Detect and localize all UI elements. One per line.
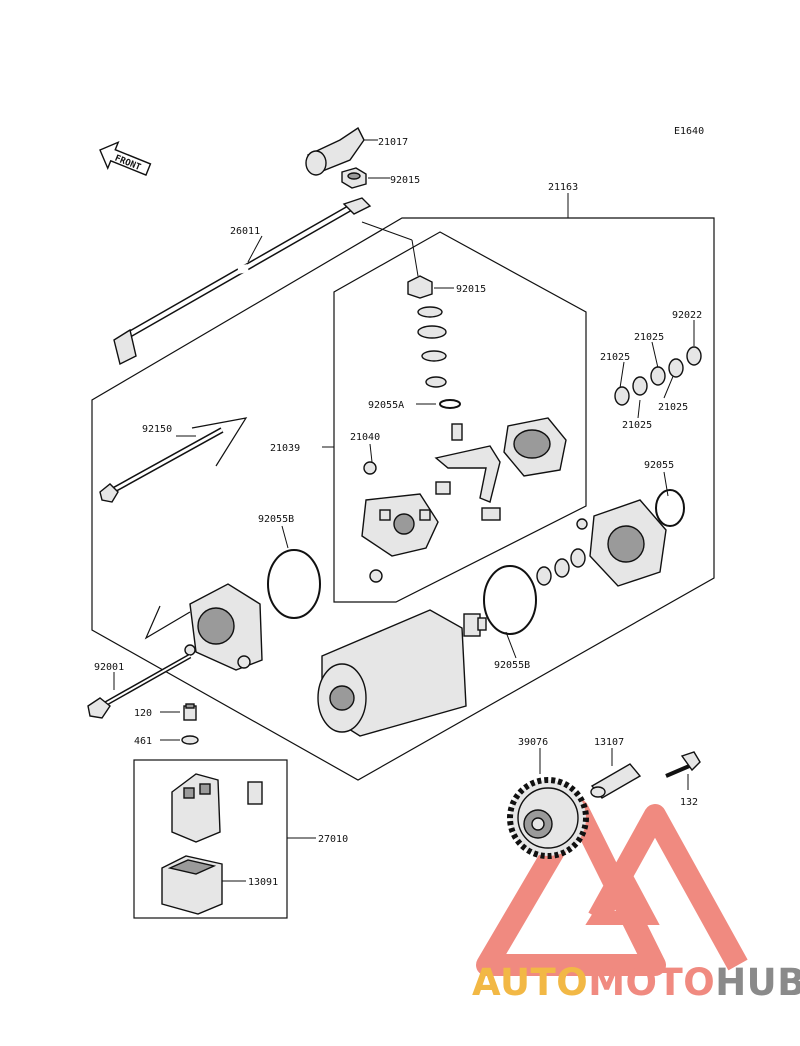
- part-labels: 21017 92015 21163 26011 92015 92022 2102…: [94, 137, 702, 888]
- label-92001: 92001: [94, 662, 124, 673]
- label-92055B-right: 92055B: [494, 660, 530, 671]
- rear-end-cover: [536, 499, 667, 587]
- washer-461: [181, 735, 199, 745]
- label-27010: 27010: [318, 834, 348, 845]
- label-92055B-left: 92055B: [258, 514, 294, 525]
- label-21025-c: 21025: [658, 402, 688, 413]
- label-92015-top: 92015: [390, 175, 420, 186]
- label-13107: 13107: [594, 737, 624, 748]
- watermark-logo: AUTOMOTOHUB: [472, 799, 800, 1004]
- label-39076: 39076: [518, 737, 548, 748]
- assembly-outline-27010: [133, 759, 288, 919]
- front-end-cover: [184, 583, 263, 671]
- o-ring-92055: [655, 489, 685, 527]
- label-132: 132: [680, 797, 698, 808]
- starter-relay-27010: [171, 773, 263, 843]
- through-bolt-92150: [99, 427, 224, 503]
- starter-motor-body: [317, 609, 487, 737]
- watermark-auto: AUTO: [472, 961, 588, 1004]
- bolt-132: [665, 751, 701, 778]
- washer-set-21025: [614, 346, 702, 406]
- label-92022: 92022: [672, 310, 702, 321]
- brush-holder-21039: [361, 423, 501, 583]
- front-arrow-icon: FRONT: [99, 140, 152, 176]
- watermark-moto: MOTO: [588, 961, 715, 1004]
- assembly-outline-21039: [333, 231, 587, 603]
- brush-ring: [503, 417, 567, 477]
- label-92055: 92055: [644, 460, 674, 471]
- label-21025-a: 21025: [634, 332, 664, 343]
- label-21039: 21039: [270, 443, 300, 454]
- watermark-hub: HUB: [715, 961, 800, 1004]
- label-21025-d: 21025: [622, 420, 652, 431]
- label-21163: 21163: [548, 182, 578, 193]
- shaft-13107: [590, 763, 642, 799]
- nut-92015-top: [341, 167, 367, 189]
- label-92055A: 92055A: [368, 400, 404, 411]
- label-21040: 21040: [350, 432, 380, 443]
- relay-cover-13091: [161, 855, 223, 915]
- o-ring-92055b-left: [267, 549, 321, 619]
- assembly-outline-21163: [91, 217, 715, 781]
- terminal-cap-21017: [305, 126, 365, 176]
- starter-cable-26011: [113, 197, 372, 366]
- label-26011: 26011: [230, 226, 260, 237]
- bolt-92001: [87, 653, 192, 719]
- label-13091: 13091: [248, 877, 278, 888]
- label-92015-mid: 92015: [456, 284, 486, 295]
- o-ring-92055b-right: [483, 565, 537, 635]
- label-92150: 92150: [142, 424, 172, 435]
- bolt-120: [183, 703, 197, 721]
- label-461: 461: [134, 736, 152, 747]
- leader-lines: [113, 139, 695, 882]
- diagram-code: E1640: [674, 126, 704, 137]
- label-21025-b: 21025: [600, 352, 630, 363]
- label-120: 120: [134, 708, 152, 719]
- svg-text:AUTOMOTOHUB: AUTOMOTOHUB: [472, 961, 800, 1004]
- label-21017: 21017: [378, 137, 408, 148]
- terminal-washer-stack: [407, 275, 461, 409]
- gear-39076: [507, 777, 589, 859]
